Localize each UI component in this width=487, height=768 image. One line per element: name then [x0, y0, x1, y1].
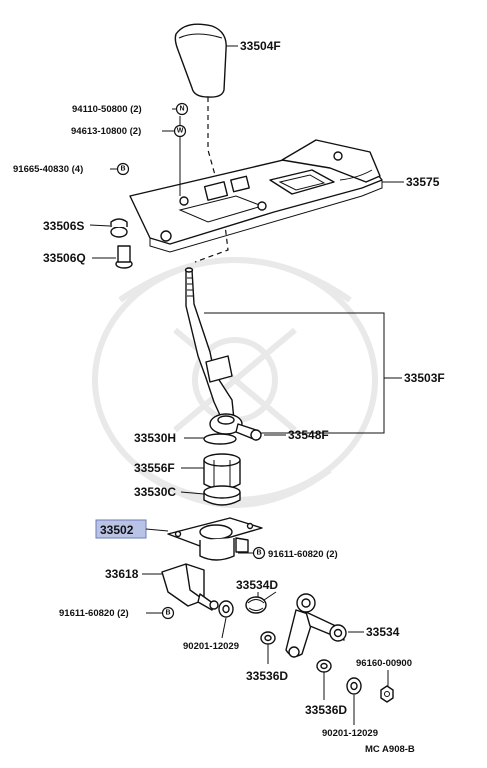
- leader-lever-bracket: [204, 312, 385, 434]
- bushing-d-right-part: [316, 659, 332, 673]
- bracket-part: [161, 563, 219, 611]
- washer-right-part: [346, 677, 362, 695]
- bushing-d-left-part: [260, 631, 276, 645]
- leader-washer-left: [221, 617, 227, 639]
- spring-d-part: [245, 591, 277, 614]
- label-knob: 33504F: [240, 39, 281, 53]
- svg-text:B: B: [120, 166, 125, 173]
- label-bushing-d-right: 33536D: [305, 703, 347, 717]
- label-retainer: 33502: [100, 523, 134, 537]
- mark-n-icon: N: [175, 102, 189, 116]
- label-cushion-s: 33506S: [43, 219, 84, 233]
- mark-b-icon-bracket: B: [161, 606, 175, 620]
- label-screw-bolt: 91665-40830 (4): [13, 164, 83, 175]
- label-ring-c: 33530C: [134, 485, 176, 499]
- footer-code: MC A908-B: [365, 744, 415, 755]
- label-spring-d: 33534D: [236, 578, 278, 592]
- svg-text:W: W: [177, 128, 184, 135]
- label-cushion-q: 33506Q: [43, 251, 86, 265]
- label-bolt-washer: 94613-10800 (2): [71, 126, 141, 137]
- label-bolt-f: 33548F: [288, 428, 329, 442]
- cushion-q-part: [115, 245, 133, 269]
- svg-text:N: N: [179, 106, 184, 113]
- cushion-s-part: [110, 218, 128, 238]
- label-washer-right: 90201-12029: [322, 728, 378, 739]
- svg-text:B: B: [165, 610, 170, 617]
- svg-text:B: B: [256, 550, 261, 557]
- label-bracket-bolt: 91611-60820 (2): [59, 608, 129, 619]
- retainer-part: [167, 517, 263, 561]
- leader-cushion-s: [89, 224, 111, 227]
- label-lever-assembly: 33503F: [404, 371, 445, 385]
- leader-retainer: [145, 528, 169, 532]
- label-retainer-bolt: 91611-60820 (2): [268, 549, 338, 560]
- pin-h-part: [203, 433, 237, 445]
- ring-c-part: [203, 485, 241, 506]
- label-pin-h: 33530H: [134, 431, 176, 445]
- mark-b-icon-retainer: B: [252, 546, 266, 560]
- label-bushing-f: 33556F: [134, 461, 175, 475]
- label-bushing-d-left: 33536D: [246, 669, 288, 683]
- label-lever-sub: 33534: [366, 625, 400, 639]
- shift-knob: [174, 23, 227, 98]
- washer-left-part: [218, 600, 234, 618]
- dashed-centerline: [194, 97, 229, 263]
- nut-right-part: [380, 685, 394, 703]
- label-washer-left: 90201-12029: [183, 641, 239, 652]
- bushing-f-part: [203, 453, 241, 490]
- label-housing: 33575: [406, 175, 440, 189]
- shift-housing: [129, 139, 383, 253]
- label-bolt-nut: 94110-50800 (2): [72, 104, 142, 115]
- leader-ring-c: [180, 491, 205, 495]
- mark-b-icon-top: B: [116, 162, 130, 176]
- shift-lever: [184, 267, 262, 441]
- lever-sub-part: [285, 593, 347, 658]
- mark-w-icon: W: [173, 124, 187, 138]
- label-nut-right: 96160-00900: [356, 658, 412, 669]
- label-bracket: 33618: [105, 567, 139, 581]
